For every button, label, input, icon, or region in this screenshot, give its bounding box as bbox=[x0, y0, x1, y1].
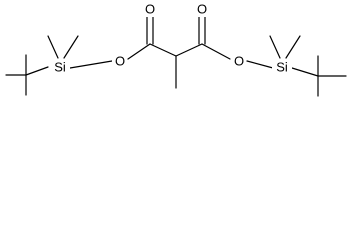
atom-label-si-right: Si bbox=[276, 60, 288, 75]
bond bbox=[175, 43, 203, 57]
atom-label-o-carbonyl-left: O bbox=[145, 2, 155, 17]
right-si-methyl-bonds bbox=[269, 35, 301, 59]
left-tert-butyl-group bbox=[5, 54, 49, 96]
left-ester-bonds bbox=[69, 16, 177, 69]
atom-labels: Si O O O O Si bbox=[50, 2, 292, 76]
atom-label-o-ester-right: O bbox=[234, 54, 244, 69]
central-methine-bonds bbox=[175, 43, 203, 89]
bond bbox=[201, 43, 231, 60]
bond bbox=[69, 60, 113, 69]
bond bbox=[25, 66, 49, 76]
bond bbox=[269, 35, 281, 59]
bond bbox=[63, 35, 79, 59]
bond bbox=[246, 60, 274, 69]
bond bbox=[47, 35, 59, 59]
atom-label-o-carbonyl-right: O bbox=[197, 2, 207, 17]
bond bbox=[127, 43, 151, 60]
atom-label-o-ester-left: O bbox=[115, 54, 125, 69]
right-ester-bonds bbox=[198, 16, 274, 69]
bond bbox=[285, 35, 301, 59]
bond bbox=[291, 67, 319, 77]
bond bbox=[149, 43, 177, 57]
molecule-structure-diagram: Si O O O O Si bbox=[5, 2, 347, 97]
right-tert-butyl-group bbox=[291, 55, 347, 97]
atom-label-si-left: Si bbox=[54, 60, 66, 75]
left-si-methyl-bonds bbox=[47, 35, 79, 59]
